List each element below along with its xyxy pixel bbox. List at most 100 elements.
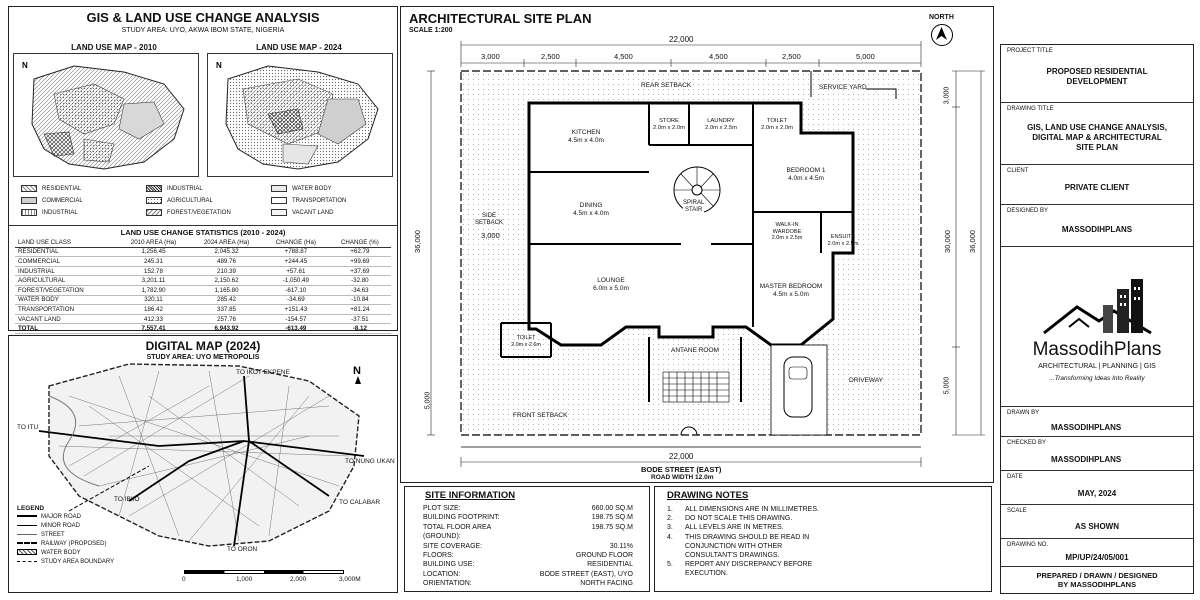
road-width-label: ROAD WIDTH 12.0m — [651, 474, 714, 481]
legend-item: STUDY AREA BOUNDARY — [17, 558, 114, 567]
legend-item: AGRICULTURAL — [146, 197, 271, 204]
tb-date: DATE MAY, 2024 — [1001, 471, 1193, 505]
dim-total-top: 22,000 — [669, 35, 694, 44]
land-use-legend: RESIDENTIAL INDUSTRIAL WATER BODY COMMER… — [21, 185, 396, 216]
brand-subtitle: ARCHITECTURAL | PLANNING | GIS — [1038, 363, 1156, 370]
room-antane: ANTANE ROOM — [671, 347, 719, 354]
tb-client: CLIENT PRIVATE CLIENT — [1001, 165, 1193, 205]
spiral-stair-label: SPIRAL STAIR — [683, 200, 705, 214]
list-item: TOTAL FLOOR AREA (GROUND):198.75 SQ.M — [423, 523, 633, 541]
dim-left: 36,000 — [412, 230, 422, 253]
tb-checked-by: CHECKED BY MASSODIHPLANS — [1001, 437, 1193, 471]
dim-top-5: 2,500 — [782, 52, 801, 61]
list-item: ORIENTATION:NORTH FACING — [423, 580, 633, 588]
dim-right-top: 3,000 — [943, 86, 951, 105]
map-scale-bar: 0 1,000 2,000 3,000M — [182, 564, 374, 584]
to-oron-label: TO ORON — [227, 546, 258, 553]
dim-right-bottom: 5,000 — [943, 376, 951, 395]
to-ibiono-label: TO IBIIO — [114, 496, 140, 503]
list-item: 2.DO NOT SCALE THIS DRAWING. — [667, 515, 793, 523]
north-arrow-icon — [931, 24, 953, 46]
driveway-label: DRIVEWAY — [849, 377, 883, 384]
to-calabar-label: TO CALABAR — [339, 499, 381, 506]
uyo-road-map: N — [38, 363, 365, 547]
list-item: BUILDING USE:RESIDENTIAL — [423, 561, 633, 569]
side-setback-label: SIDE SETBACK — [475, 213, 504, 226]
site-info-title: SITE INFORMATION — [425, 490, 516, 501]
site-plan-scale: SCALE 1:200 — [409, 27, 453, 34]
col-header: CHANGE (Ha) — [263, 238, 329, 248]
list-item: EXECUTION. — [685, 570, 728, 578]
dim-top-2: 2,500 — [541, 52, 560, 61]
tb-drawn-by: DRAWN BY MASSODIHPLANS — [1001, 407, 1193, 437]
legend-item: RESIDENTIAL — [21, 185, 146, 192]
tb-scale: SCALE AS SHOWN — [1001, 505, 1193, 539]
col-header: CHANGE (%) — [328, 238, 391, 248]
rear-setback-label: REAR SETBACK — [641, 82, 692, 89]
tb-project: PROJECT TITLE PROPOSED RESIDENTIAL DEVEL… — [1001, 45, 1193, 103]
land-use-stats-table: LAND USE CLASS 2010 AREA (Ha) 2024 AREA … — [15, 238, 391, 334]
dim-right-inner: 30,000 — [942, 230, 952, 253]
dim-right-outer: 36,000 — [967, 230, 977, 253]
dim-top-4: 4,500 — [709, 52, 728, 61]
col-header: 2010 AREA (Ha) — [116, 238, 190, 248]
digital-map-panel: DIGITAL MAP (2024) STUDY AREA: UYO METRO… — [8, 335, 398, 593]
list-item: PLOT SIZE:660.00 SQ.M — [423, 505, 633, 512]
map-2024-title: LAND USE MAP - 2024 — [256, 43, 342, 52]
dim-total-bottom: 22,000 — [669, 452, 694, 461]
site-plan-title: ARCHITECTURAL SITE PLAN — [409, 11, 592, 26]
list-item: 4.THIS DRAWING SHOULD BE READ IN — [667, 533, 810, 541]
service-yard-label: SERVICE YARD — [819, 84, 867, 91]
tb-brand: MassodihPlans ARCHITECTURAL | PLANNING |… — [1001, 247, 1193, 407]
legend-item: TRANSPORTATION — [271, 197, 396, 204]
col-header: LAND USE CLASS — [15, 238, 117, 248]
list-item: SITE COVERAGE:30.11% — [423, 542, 633, 550]
gis-study-area: STUDY AREA: UYO, AKWA IBOM STATE, NIGERI… — [121, 27, 285, 34]
site-info-panel: SITE INFORMATION PLOT SIZE:660.00 SQ.M B… — [404, 486, 650, 592]
list-item: FLOORS:GROUND FLOOR — [423, 552, 633, 560]
brand-tagline: ...Transforming Ideas Into Reality — [1049, 375, 1145, 382]
notes-list: 1.ALL DIMENSIONS ARE IN MILLIMETRES. 2.D… — [667, 505, 819, 579]
dim-left-bottom: 5,000 — [424, 391, 432, 410]
digital-map-title: DIGITAL MAP (2024) — [145, 339, 261, 353]
map-2010-title: LAND USE MAP - 2010 — [71, 43, 157, 52]
gis-title: GIS & LAND USE CHANGE ANALYSIS — [86, 10, 320, 25]
dim-top-6: 5,000 — [856, 52, 875, 61]
legend-item: RAILWAY (PROPOSED) — [17, 540, 114, 549]
brand-logo-icon — [1043, 279, 1152, 335]
list-item: CONSULTANT'S DRAWINGS. — [685, 552, 780, 560]
stats-title: LAND USE CHANGE STATISTICS (2010 - 2024) — [9, 225, 397, 237]
legend-item: INDUSTRIAL — [21, 209, 146, 216]
tb-prepared: PREPARED / DRAWN / DESIGNED BY MASSODIHP… — [1036, 571, 1158, 589]
legend-title: LEGEND — [17, 505, 45, 512]
to-itu-label: TO ITU — [17, 424, 39, 431]
notes-title: DRAWING NOTES — [667, 490, 749, 501]
side-setback-value: 3,000 — [481, 231, 500, 240]
legend-item: FOREST/VEGETATION — [146, 209, 271, 216]
col-header: 2024 AREA (Ha) — [190, 238, 264, 248]
to-ikot-ekpene-label: TO IKOT EKPENE — [236, 369, 290, 376]
title-block: PROJECT TITLE PROPOSED RESIDENTIAL DEVEL… — [1000, 44, 1194, 594]
tb-drawing-title: DRAWING TITLE GIS, LAND USE CHANGE ANALY… — [1001, 103, 1193, 165]
legend-item: WATER BODY — [271, 185, 396, 192]
site-plan-panel: ARCHITECTURAL SITE PLAN SCALE 1:200 NORT… — [400, 6, 994, 483]
legend-item: COMMERCIAL — [21, 197, 146, 204]
digital-map-study-area: STUDY AREA: UYO METROPOLIS — [146, 354, 260, 361]
